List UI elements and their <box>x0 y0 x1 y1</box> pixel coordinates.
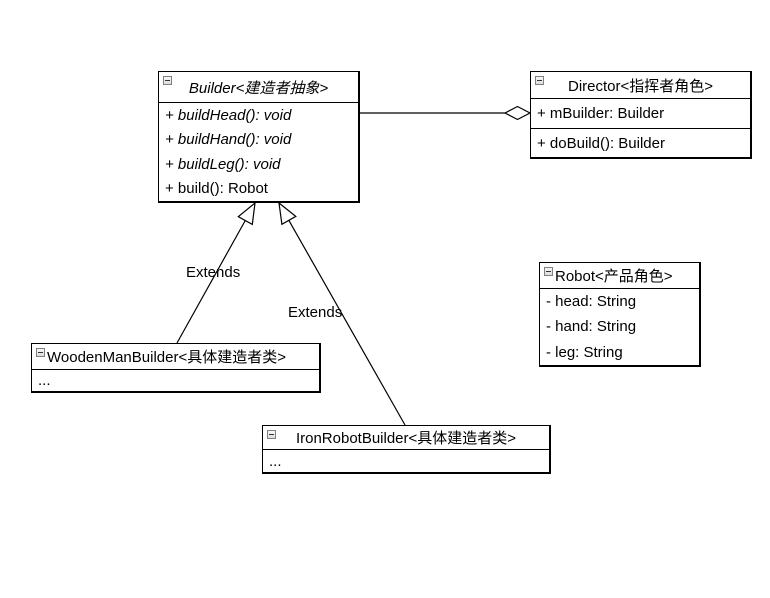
extends-label: Extends <box>186 264 241 281</box>
attributes-compartment: + mBuilder: Builder <box>531 99 750 129</box>
collapse-minus-icon[interactable] <box>544 267 553 276</box>
collapse-minus-icon[interactable] <box>535 76 544 85</box>
collapse-minus-icon[interactable] <box>267 430 276 439</box>
class-title: Builder<建造者抽象> <box>188 79 329 97</box>
body-compartment: ... <box>263 450 549 472</box>
ellipsis-item: ... <box>269 452 282 470</box>
method-item[interactable]: + buildHead(): void <box>165 106 292 124</box>
class-box-builder[interactable]: Builder<建造者抽象> + buildHead(): void + bui… <box>158 71 360 203</box>
members-compartment: + buildHead(): void + buildHand(): void … <box>159 103 358 201</box>
class-title-bar: WoodenManBuilder<具体建造者类> <box>32 344 319 370</box>
class-title-bar: Director<指挥者角色> <box>531 72 750 99</box>
generalization-edge-woodenman-builder[interactable] <box>176 201 256 344</box>
attribute-item[interactable]: + mBuilder: Builder <box>537 105 665 122</box>
class-title-bar: Builder<建造者抽象> <box>159 72 358 103</box>
ellipsis-item: ... <box>38 372 51 389</box>
attribute-item[interactable]: - head: String <box>546 293 637 311</box>
attributes-compartment: - head: String - hand: String - leg: Str… <box>540 289 699 365</box>
extends-label: Extends <box>288 304 343 321</box>
methods-compartment: + doBuild(): Builder <box>531 129 750 157</box>
generalization-edge-ironrobot-builder[interactable] <box>278 201 406 426</box>
class-box-ironrobotbuilder[interactable]: IronRobotBuilder<具体建造者类> ... <box>262 425 551 474</box>
class-title: Director<指挥者角色> <box>567 77 714 95</box>
class-title: Robot<产品角色> <box>555 268 673 285</box>
attribute-item[interactable]: - hand: String <box>546 318 637 336</box>
class-title-bar: IronRobotBuilder<具体建造者类> <box>263 426 549 450</box>
class-box-woodenmanbuilder[interactable]: WoodenManBuilder<具体建造者类> ... <box>31 343 321 393</box>
aggregation-edge-builder-director[interactable] <box>360 105 532 121</box>
generalization-triangle-icon <box>278 201 297 226</box>
aggregation-diamond-icon <box>503 105 532 121</box>
method-item[interactable]: + doBuild(): Builder <box>537 134 665 152</box>
collapse-minus-icon[interactable] <box>163 76 172 85</box>
collapse-minus-icon[interactable] <box>36 348 45 357</box>
class-box-director[interactable]: Director<指挥者角色> + mBuilder: Builder + do… <box>530 71 752 159</box>
method-item[interactable]: + buildLeg(): void <box>165 155 281 173</box>
class-title: IronRobotBuilder<具体建造者类> <box>295 430 517 447</box>
class-title: WoodenManBuilder<具体建造者类> <box>47 349 286 366</box>
class-title-bar: Robot<产品角色> <box>540 263 699 289</box>
attribute-item[interactable]: - leg: String <box>546 343 623 361</box>
method-item[interactable]: + build(): Robot <box>165 180 268 198</box>
class-box-robot[interactable]: Robot<产品角色> - head: String - hand: Strin… <box>539 262 701 367</box>
method-item[interactable]: + buildHand(): void <box>165 131 292 149</box>
generalization-triangle-icon <box>237 201 256 226</box>
body-compartment: ... <box>32 370 319 391</box>
